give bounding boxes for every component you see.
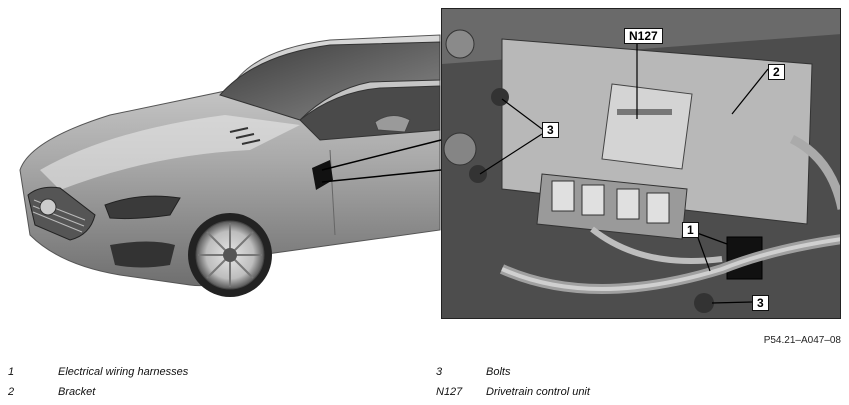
detail-photo xyxy=(442,9,840,318)
callout-3-upper: 3 xyxy=(542,122,559,138)
legend-key-2: 2 xyxy=(8,386,15,398)
car-illustration xyxy=(19,34,442,297)
legend: 1 Electrical wiring harnesses 2 Bracket … xyxy=(0,362,849,402)
legend-key-n127: N127 xyxy=(436,386,463,398)
legend-text-n127: Drivetrain control unit xyxy=(486,386,590,398)
legend-text-2: Bracket xyxy=(58,386,96,398)
legend-key-1: 1 xyxy=(8,366,15,378)
legend-key-3: 3 xyxy=(436,366,443,378)
callout-3-lower: 3 xyxy=(752,295,769,311)
callout-1: 1 xyxy=(682,222,699,238)
detail-view: N127 2 3 1 3 xyxy=(441,8,841,319)
figure-reference: P54.21–A047–08 xyxy=(763,335,841,346)
callout-n127: N127 xyxy=(624,28,663,44)
legend-text-1: Electrical wiring harnesses xyxy=(58,366,189,378)
callout-2: 2 xyxy=(768,64,785,80)
legend-text-3: Bolts xyxy=(486,366,511,378)
